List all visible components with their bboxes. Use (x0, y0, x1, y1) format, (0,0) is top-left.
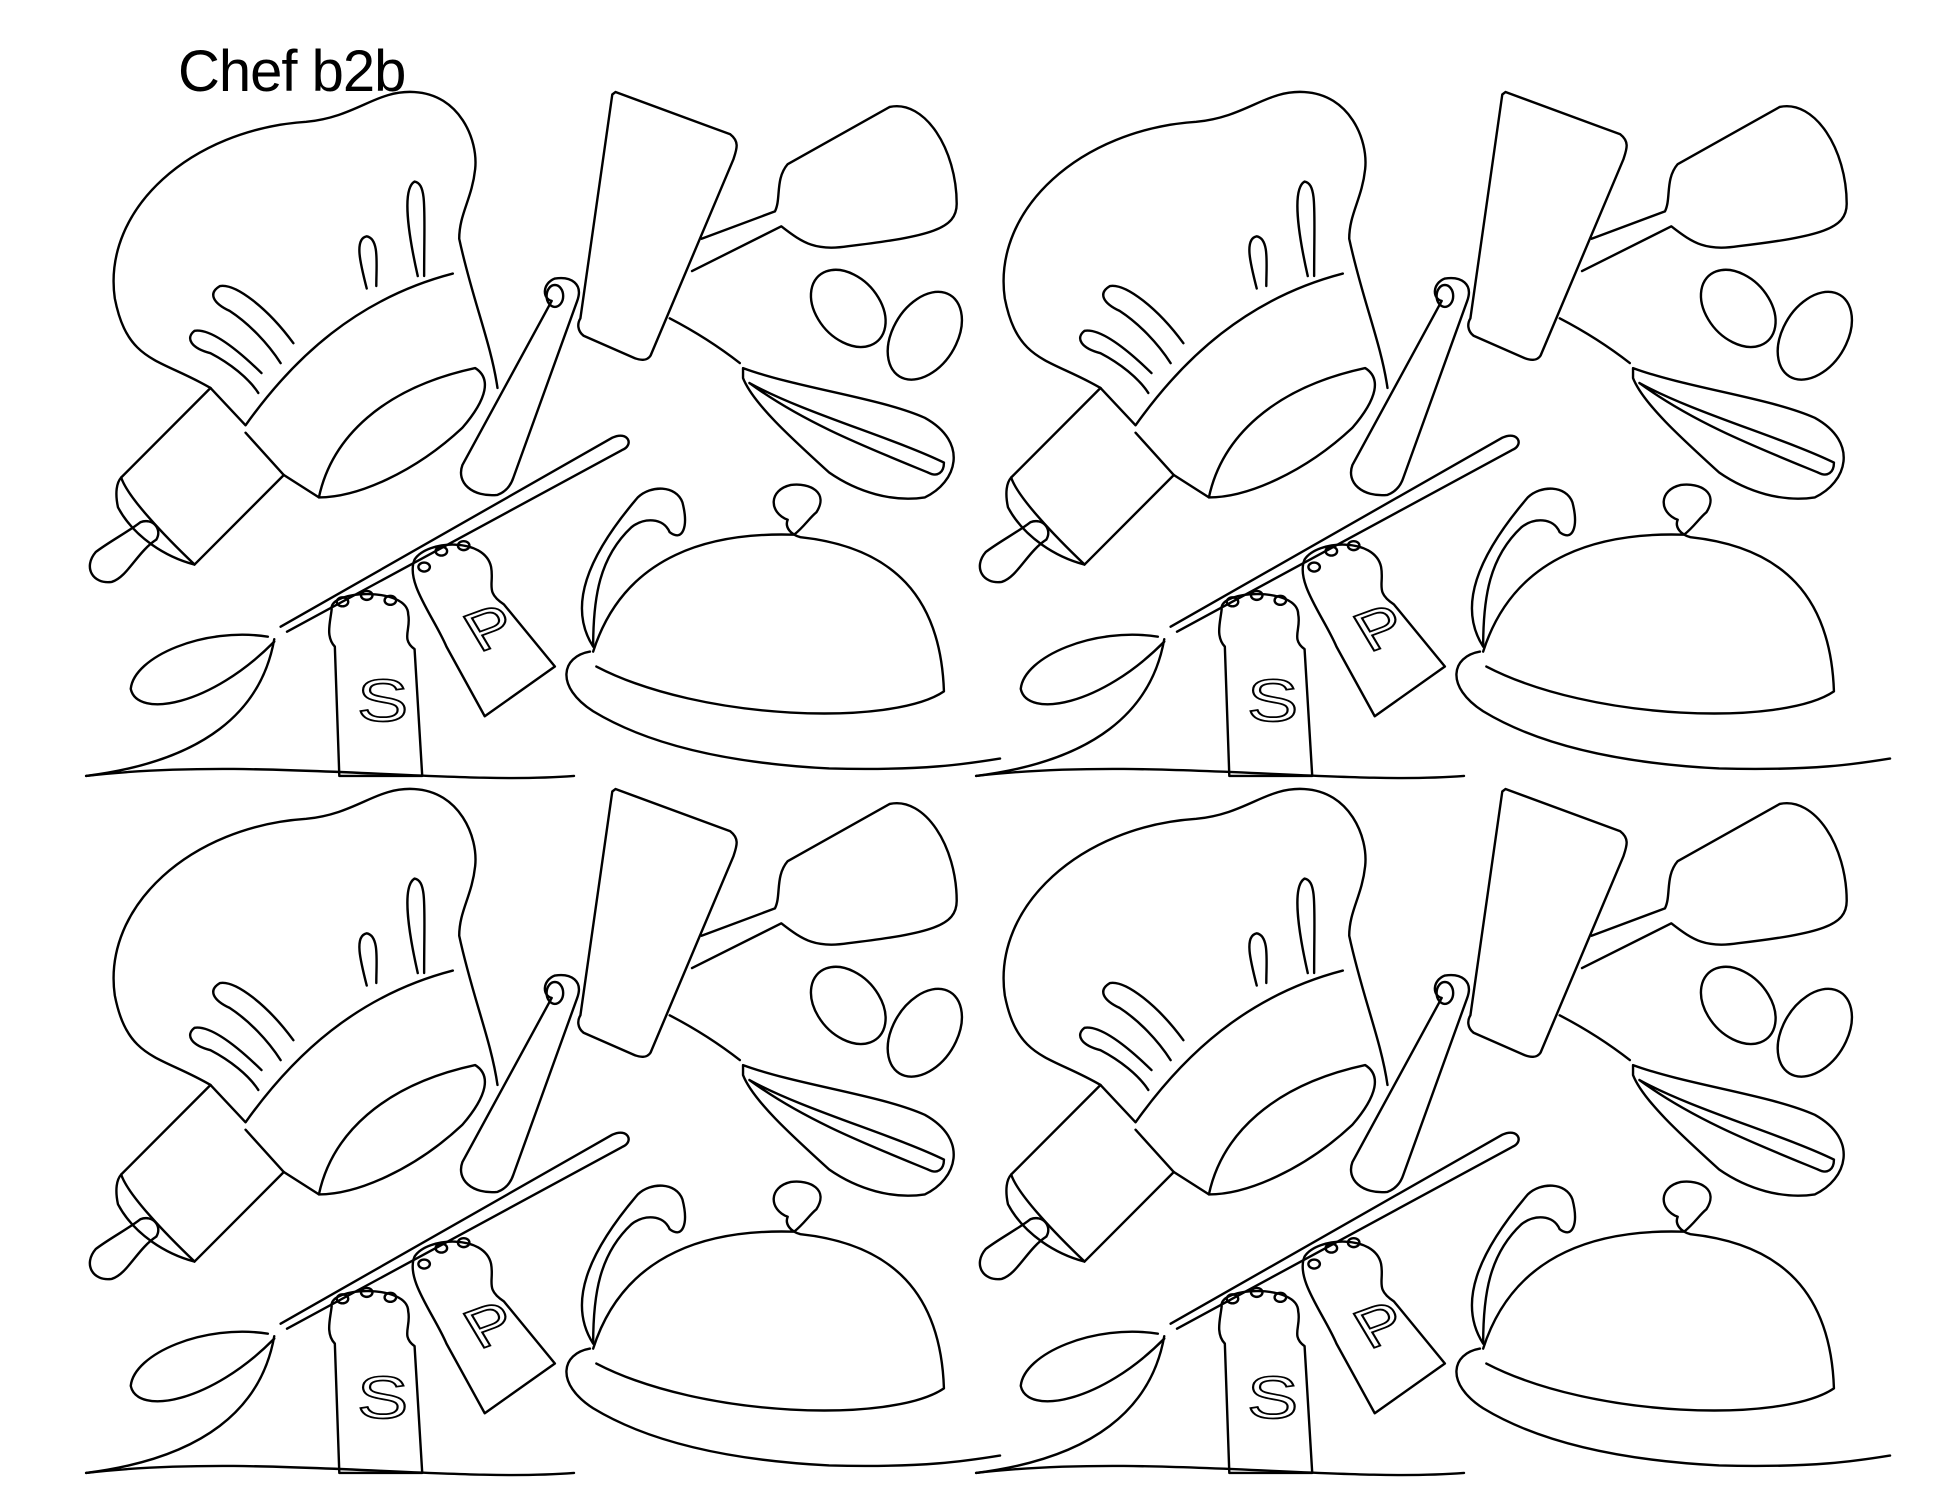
pattern-tile (84, 787, 1002, 1477)
pattern-tile (974, 787, 1892, 1477)
pattern-tile (974, 90, 1892, 780)
pattern-tile (84, 90, 1002, 780)
pattern-title: Chef b2b (178, 39, 406, 104)
